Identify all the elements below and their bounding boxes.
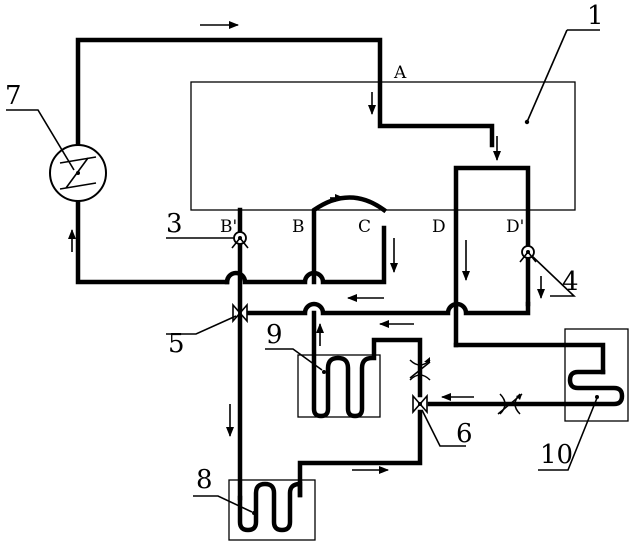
label-A: A bbox=[393, 63, 407, 83]
pipe-valve6-to-8 bbox=[300, 412, 420, 495]
pipe-tank-to-10 bbox=[456, 345, 603, 372]
compressor-center-dot bbox=[76, 171, 80, 175]
pipe-B-to-9 bbox=[314, 313, 420, 416]
label-5: 5 bbox=[168, 329, 185, 359]
pipe-compressor-to-A bbox=[78, 40, 492, 145]
pipe-Dprime-to-valve5 bbox=[245, 304, 528, 313]
box-9-dot bbox=[322, 370, 326, 374]
label-7: 7 bbox=[5, 81, 22, 111]
label-10: 10 bbox=[540, 440, 573, 470]
component-1-box bbox=[191, 82, 575, 210]
coil-10 bbox=[430, 372, 622, 404]
label-1: 1 bbox=[587, 1, 604, 31]
label-8: 8 bbox=[196, 465, 213, 495]
box-8-dot bbox=[252, 511, 256, 515]
label-D: D bbox=[432, 217, 446, 237]
pipe-return-to-compressor bbox=[78, 200, 227, 282]
label-B: B bbox=[292, 217, 305, 237]
label-4: 4 bbox=[562, 267, 579, 297]
label-Bprime: B' bbox=[220, 217, 237, 237]
label-Dprime: D' bbox=[506, 217, 524, 237]
coil-8 bbox=[240, 484, 300, 530]
label-6: 6 bbox=[456, 419, 473, 449]
label-3: 3 bbox=[166, 209, 183, 239]
valve-6 bbox=[413, 396, 427, 412]
label-C: C bbox=[358, 217, 371, 237]
label-9: 9 bbox=[266, 320, 283, 350]
leader-lines bbox=[6, 30, 600, 512]
box-9 bbox=[298, 355, 380, 417]
